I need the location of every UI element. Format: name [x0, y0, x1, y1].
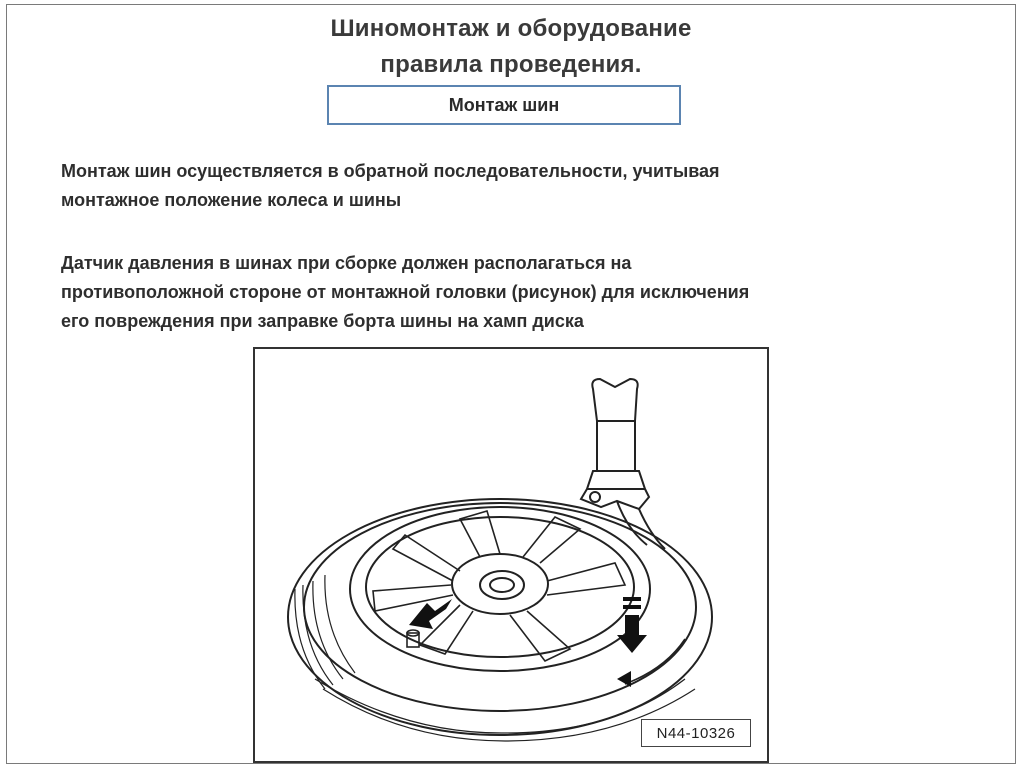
wheel-spokes: [372, 510, 627, 663]
tire-outer-edge: [287, 498, 713, 736]
pressure-sensor-valve: [406, 629, 420, 648]
rotation-arc: [624, 638, 686, 685]
paragraph-pressure-sensor: Датчик давления в шинах при сборке долже…: [61, 249, 961, 336]
wheel-center-cap: [479, 570, 525, 600]
wheel-hub: [451, 553, 549, 615]
subtitle-box: Монтаж шин: [327, 85, 681, 125]
title-line-1: Шиномонтаж и оборудование: [330, 15, 692, 42]
rim-inner: [365, 516, 635, 658]
tire-mounting-illustration: [287, 377, 713, 742]
figure-code-label: N44-10326: [641, 719, 751, 747]
tire-tread-lines: [294, 574, 696, 742]
subtitle-text: Монтаж шин: [448, 94, 560, 115]
title-line-2: правила проведения.: [380, 51, 642, 78]
paragraph-2-line-3: его повреждения при заправке борта шины …: [61, 311, 584, 331]
paragraph-2-line-1: Датчик давления в шинах при сборке долже…: [61, 253, 632, 273]
paragraph-1-line-1: Монтаж шин осуществляется в обратной пос…: [61, 161, 720, 181]
direction-arrows: [409, 597, 647, 687]
mounting-head: [579, 377, 666, 550]
slide-title: Шиномонтаж и оборудование правила провед…: [7, 11, 1015, 83]
tire-mounting-figure: N44-10326: [253, 347, 769, 763]
rim-outer: [349, 506, 651, 672]
paragraph-1-line-2: монтажное положение колеса и шины: [61, 190, 402, 210]
paragraph-2-line-2: противоположной стороне от монтажной гол…: [61, 282, 750, 302]
paragraph-mounting-order: Монтаж шин осуществляется в обратной пос…: [61, 157, 961, 215]
slide: Шиномонтаж и оборудование правила провед…: [6, 4, 1016, 764]
